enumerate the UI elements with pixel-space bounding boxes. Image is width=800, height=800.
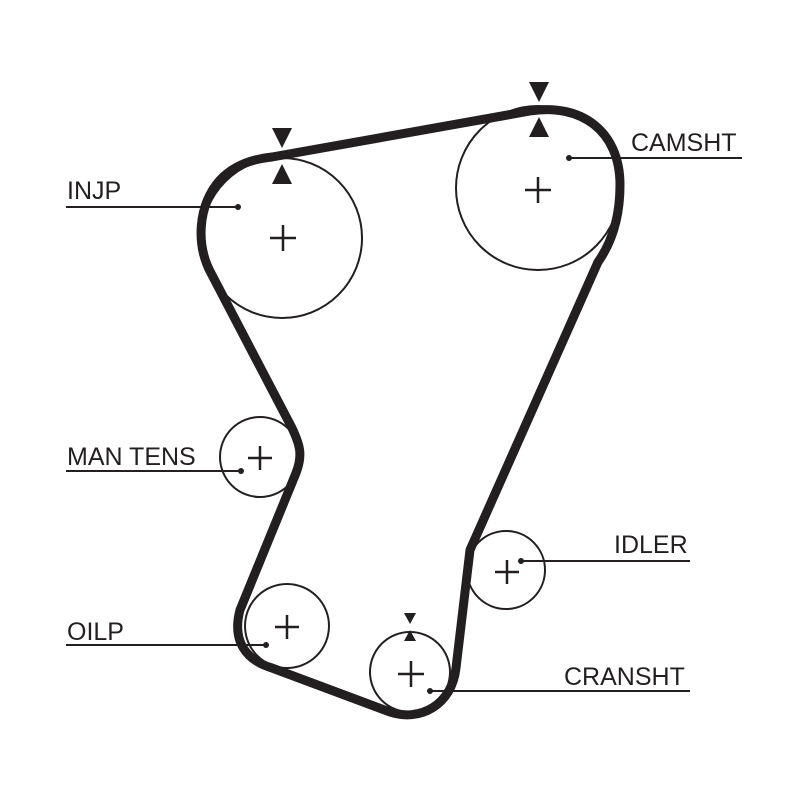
timing-belt <box>196 105 625 720</box>
idler-pulley <box>466 530 546 610</box>
camsht-label: CAMSHT <box>631 129 737 157</box>
injp-center-icon <box>270 225 296 251</box>
camsht-center-icon <box>525 177 551 203</box>
injp-timing-mark-up-icon <box>272 164 292 184</box>
oilp-pulley <box>244 583 330 669</box>
cransht-center-icon <box>398 661 424 687</box>
idler-center-icon <box>495 560 519 584</box>
man-tens-pulley-circle <box>219 416 301 498</box>
oilp-label: OILP <box>67 618 124 646</box>
idler-pulley-circle <box>466 530 546 610</box>
injp-label: INJP <box>67 177 121 205</box>
injp-pulley <box>201 128 363 319</box>
idler-label: IDLER <box>614 531 688 559</box>
man-tens-pulley <box>219 416 301 498</box>
man-tens-center-icon <box>248 446 272 470</box>
cransht-pulley <box>369 613 451 713</box>
cransht-label: CRANSHT <box>564 663 685 691</box>
camsht-pulley-circle <box>455 105 621 271</box>
cransht-timing-mark-down-icon <box>404 613 416 624</box>
camsht-timing-mark-down-icon <box>529 82 549 102</box>
camsht-timing-mark-up-icon <box>529 117 549 137</box>
man-tens-label: MAN TENS <box>67 443 196 471</box>
cransht-timing-mark-up-icon <box>404 630 416 641</box>
oilp-center-icon <box>275 615 299 639</box>
oilp-pulley-circle <box>244 583 330 669</box>
injp-pulley-circle <box>201 157 363 319</box>
injp-timing-mark-down-icon <box>272 128 292 148</box>
